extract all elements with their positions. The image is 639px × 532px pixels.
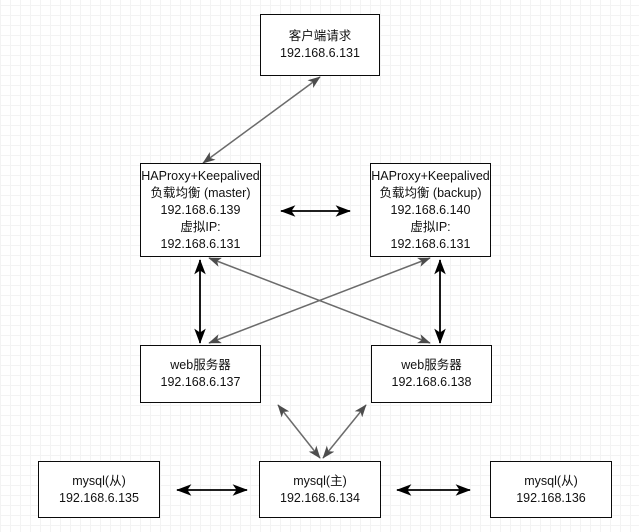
edge-web1-mysql-master <box>277 404 321 459</box>
node-text-line: 192.168.6.140 <box>390 202 471 217</box>
haproxy-keepalived-master-node[interactable]: HAProxy+Keepalived 负载均衡 (master) 192.168.6… <box>140 163 261 257</box>
mysql-slave-135-node[interactable]: mysql(从) 192.168.6.135 <box>38 461 160 518</box>
edge-web2-mysql-master <box>322 404 367 459</box>
node-text-line: mysql(主) <box>293 473 347 488</box>
node-text-line: web服务器 <box>401 358 462 372</box>
node-text-line: mysql(从) <box>524 473 578 488</box>
node-text-line: 192.168.6.131 <box>390 236 471 251</box>
node-text-line: HAProxy+Keepalived <box>371 168 490 183</box>
haproxy-keepalived-backup-node[interactable]: HAProxy+Keepalived 负载均衡 (backup) 192.168.6… <box>370 163 491 257</box>
node-text-line: 192.168.6.131 <box>280 46 360 60</box>
node-text-line: 192.168.6.139 <box>160 202 241 217</box>
client-request-node[interactable]: 客户端请求 192.168.6.131 <box>260 14 380 76</box>
edge-client-haproxy-master <box>202 76 321 164</box>
node-text-line: 客户端请求 <box>288 29 352 43</box>
web-server-137-node[interactable]: web服务器 192.168.6.137 <box>140 345 261 403</box>
node-text-line: 192.168.136 <box>516 490 586 505</box>
node-text-line: mysql(从) <box>72 473 126 488</box>
node-text-line: 192.168.6.138 <box>391 375 472 389</box>
node-text-line: 虚拟IP: <box>410 219 451 234</box>
mysql-master-134-node[interactable]: mysql(主) 192.168.6.134 <box>259 461 381 518</box>
mysql-slave-136-node[interactable]: mysql(从) 192.168.136 <box>490 461 612 518</box>
node-text-line: 192.168.6.135 <box>59 490 139 505</box>
node-text-line: web服务器 <box>170 358 231 372</box>
web-server-138-node[interactable]: web服务器 192.168.6.138 <box>371 345 492 403</box>
node-text-line: 负载均衡 (master) <box>150 185 251 200</box>
node-text-line: 192.168.6.134 <box>280 490 360 505</box>
node-text-line: 负载均衡 (backup) <box>379 185 482 200</box>
node-text-line: HAProxy+Keepalived <box>141 168 260 183</box>
node-text-line: 192.168.6.137 <box>160 375 241 389</box>
node-text-line: 192.168.6.131 <box>160 236 241 251</box>
edge-haproxy-backup-web1 <box>208 257 431 344</box>
node-text-line: 虚拟IP: <box>180 219 221 234</box>
